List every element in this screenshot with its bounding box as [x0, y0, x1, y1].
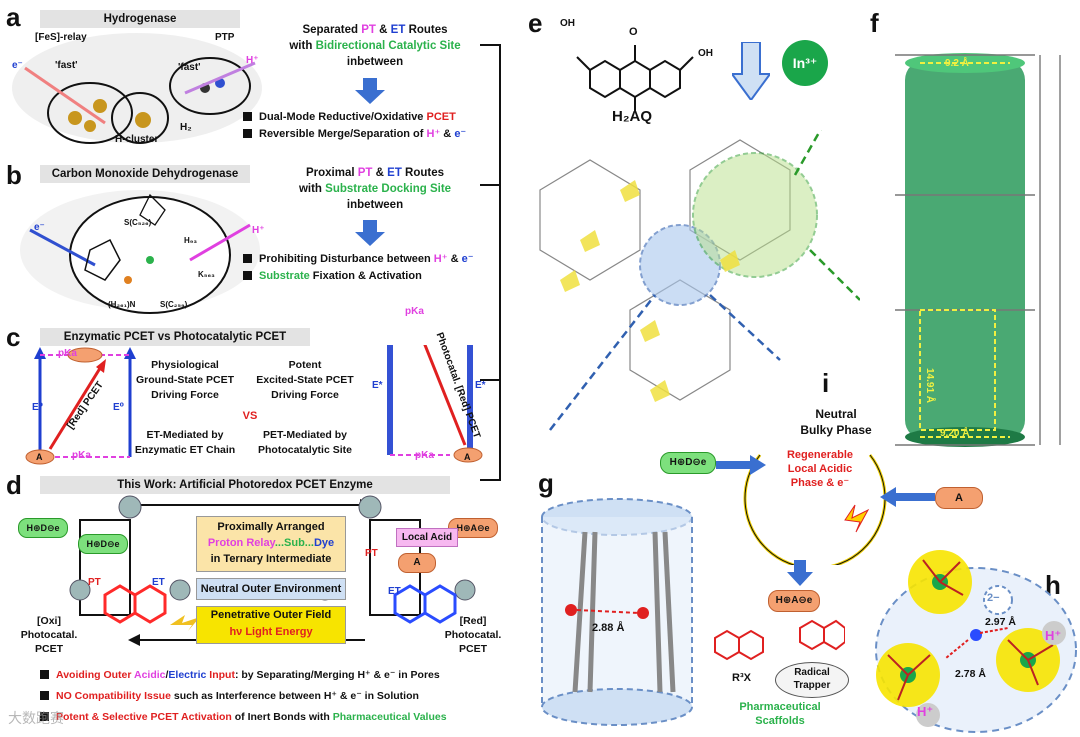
pore-width-top: 9.2 Å: [945, 58, 969, 69]
big-down-arrow-icon: [732, 42, 770, 100]
panel-label-i: i: [822, 368, 829, 399]
proton-label-1: H⁺: [1045, 628, 1061, 644]
co-dehydrogenase-illustration: [10, 180, 270, 315]
pka-label-1: pKa: [58, 348, 77, 359]
pi-stacking-illustration: [535, 492, 700, 737]
e-minus-label-b: e⁻: [34, 222, 45, 233]
stacking-distance: 2.88 Å: [592, 622, 624, 634]
pka-label-4: pKa: [415, 450, 434, 461]
e0-label-2: E⁰: [113, 402, 124, 413]
panel-a-bullet-2: Reversible Merge/Separation of H⁺ & e⁻: [243, 127, 466, 141]
reactant-a-pill-d: A: [398, 553, 436, 573]
panel-d-title: This Work: Artificial Photoredox PCET En…: [40, 476, 450, 494]
ptp-label: PTP: [215, 32, 234, 43]
pt-label-d: PT: [88, 577, 101, 588]
panel-b-summary: Proximal PT & ET Routes with Substrate D…: [270, 165, 480, 213]
estar-label-2: E*: [475, 380, 486, 391]
mof-framework-illustration: [520, 130, 860, 440]
panel-d-bullet-1: Avoiding Outer Acidic/Electric Input: by…: [40, 668, 440, 682]
oh-label-1: OH: [560, 18, 575, 29]
e0-label-1: E⁰: [32, 402, 43, 413]
neutral-outer-environment-box: Neutral Outer Environment: [196, 578, 346, 600]
et-label-d2: ET: [388, 586, 401, 597]
h261-label: (H₂₆₁)N: [108, 300, 135, 309]
panel-label-f: f: [870, 8, 879, 39]
h93-label: H₉₃: [184, 236, 197, 245]
estar-label-1: E*: [372, 380, 383, 391]
arrow-right-icon-i: [716, 455, 766, 475]
h-plus-label-b: H⁺: [252, 225, 265, 236]
penetrative-outer-field-box: Penetrative Outer Field hν Light Energy: [196, 606, 346, 644]
hbond-distance-2: 2.78 Å: [955, 668, 986, 680]
panel-d-bullet-2: NO Compatibility Issue such as Interfere…: [40, 689, 419, 703]
pka-label-2: pKa: [72, 450, 91, 461]
vs-label: VS: [238, 408, 262, 424]
panel-b-bullet-1: Prohibiting Disturbance between H⁺ & e⁻: [243, 252, 474, 266]
pt-label-d2: PT: [365, 548, 378, 559]
local-acid-box: Local Acid: [396, 528, 458, 547]
feS-relay-label: [FeS]-relay: [35, 32, 87, 43]
o-label: O: [629, 26, 638, 38]
pka-label-3: pKa: [405, 306, 424, 317]
pore-height: 14.91 Å: [924, 368, 935, 403]
h-plus-label-a: H⁺: [246, 55, 259, 66]
panel-b-bullet-2: Substrate Fixation & Activation: [243, 269, 422, 283]
pore-width-bottom: 9.20 Å: [940, 428, 969, 439]
panel-a-bullet-1: Dual-Mode Reductive/Oxidative PCET: [243, 110, 456, 124]
red-photocatal-label: [Red]Photocatal.PCET: [438, 614, 508, 656]
hbond-distance-1: 2.97 Å: [985, 616, 1016, 628]
panel-c-title: Enzymatic PCET vs Photocatalytic PCET: [40, 328, 310, 346]
proton-label-2: H⁺: [917, 704, 933, 720]
hde-pill-d: H⊕D⊖e: [18, 518, 68, 538]
proximal-arrangement-box: Proximally Arranged Proton Relay...Sub..…: [196, 516, 346, 572]
h-cluster-label: H-cluster: [115, 134, 158, 145]
panel-label-e: e: [528, 8, 542, 39]
s526-label: S(C₅₂₆): [124, 218, 151, 227]
e-minus-label-a: e⁻: [12, 60, 23, 71]
cluster-charge-label: 2−: [987, 592, 1000, 604]
fast-label-1: 'fast': [55, 60, 78, 71]
indium-ion-badge: In³⁺: [782, 40, 828, 86]
oxi-photocatal-label: [Oxi]Photocatal.PCET: [14, 614, 84, 656]
down-arrow-icon-i: [787, 560, 813, 586]
h2aq-label: H₂AQ: [612, 108, 652, 125]
arrow-left-icon-i: [880, 487, 935, 507]
panel-a-summary: Separated PT & ET Routes with Bidirectio…: [270, 22, 480, 70]
panel-a-title: Hydrogenase: [40, 10, 240, 28]
watermark: 大数跑赛: [8, 708, 64, 728]
panel-d-bullet-3: Potent & Selective PCET Activation of In…: [40, 710, 447, 724]
et-label-d: ET: [152, 577, 165, 588]
reactant-a-pill-i: A: [935, 487, 983, 509]
fast-label-2: 'fast': [178, 62, 201, 73]
oh-label-2: OH: [698, 48, 713, 59]
hde-pill-inner-d: H⊕D⊖e: [78, 534, 128, 554]
reactant-a-label-c: A: [36, 452, 43, 462]
pore-channel-illustration: [885, 45, 1075, 455]
down-arrow-icon-b: [355, 220, 385, 246]
r3x-label: R³X: [732, 672, 751, 684]
down-arrow-icon-a: [355, 78, 385, 104]
h2-label: H₂: [180, 122, 192, 133]
h2aq-structure: [565, 15, 725, 115]
hde-pill-i: H⊕D⊖e: [660, 452, 716, 474]
reactant-a-label-c2: A: [464, 452, 471, 462]
k563-label: K₅₆₃: [198, 270, 215, 279]
s259-label: S(C₂₅₉): [160, 300, 187, 309]
